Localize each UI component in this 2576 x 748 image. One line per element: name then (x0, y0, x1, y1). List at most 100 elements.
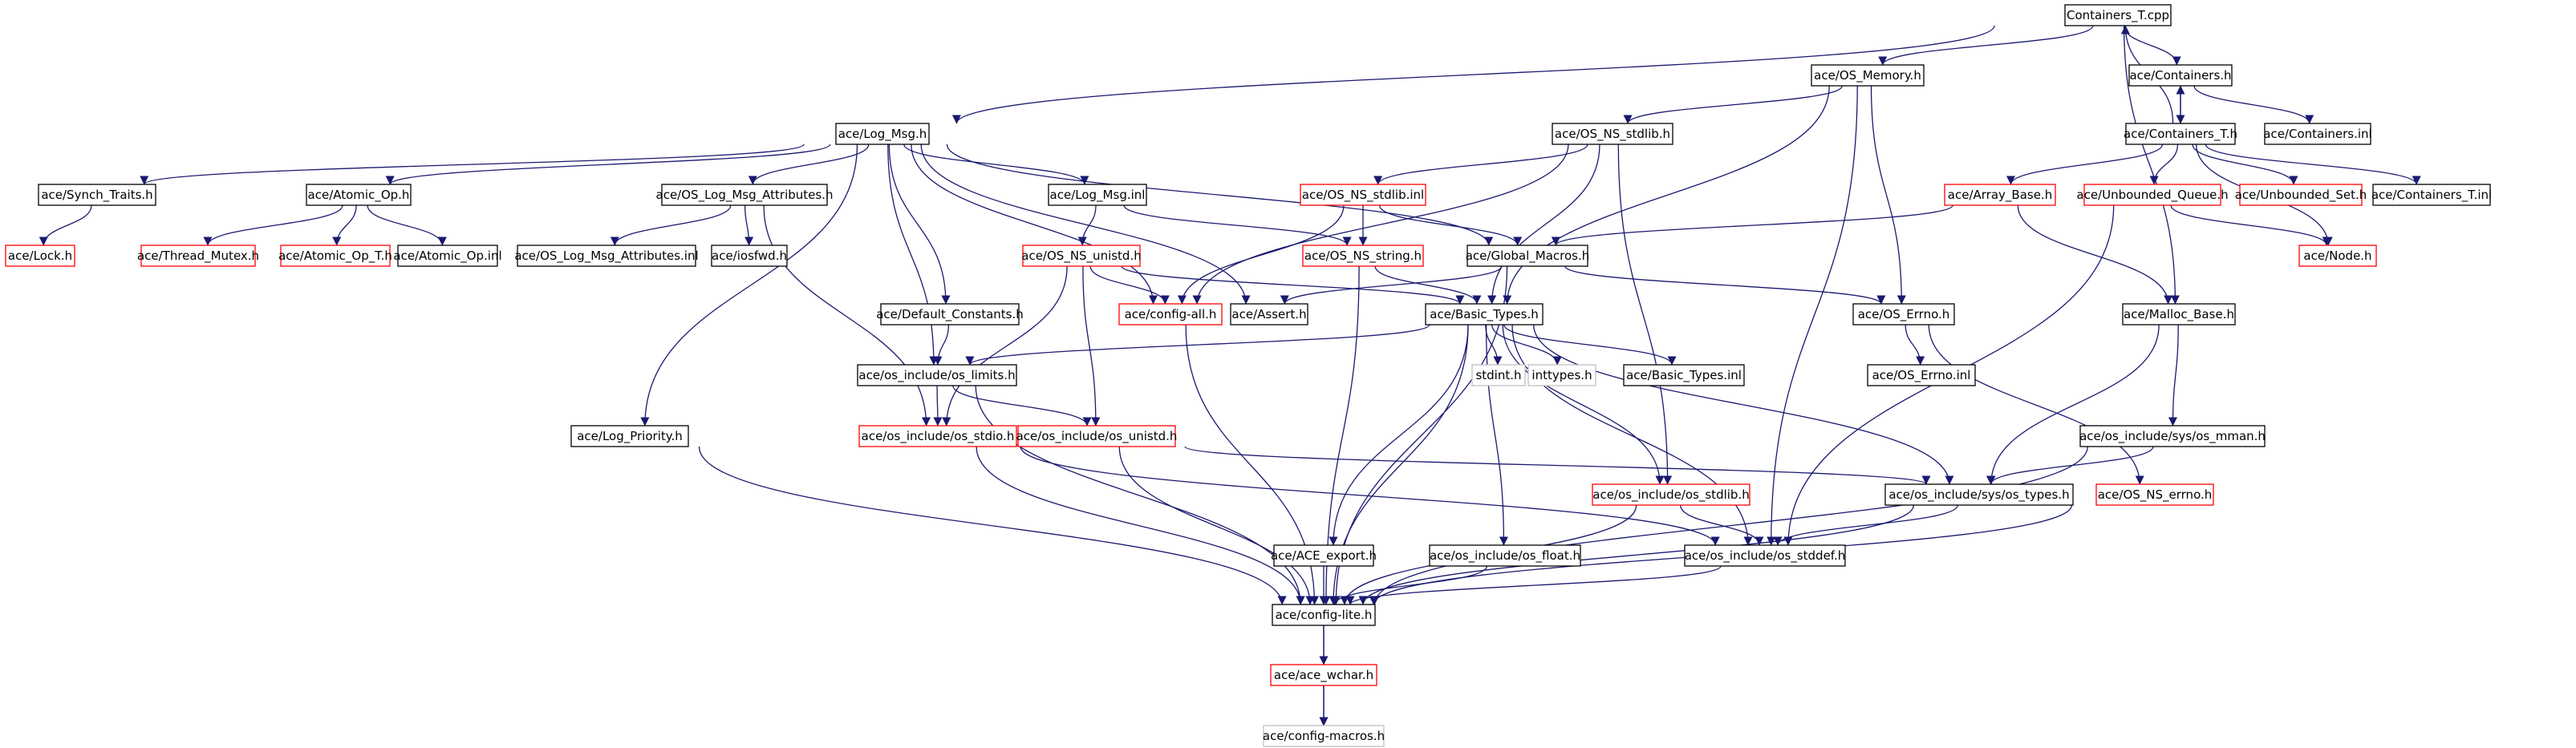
node-sys-os-types-h[interactable]: ace/os_include/sys/os_types.h (1884, 483, 2074, 506)
node-box (517, 245, 696, 267)
node-node-h[interactable]: ace/Node.h (2298, 245, 2377, 267)
node-config-macros-h[interactable]: ace/config-macros.h (1263, 725, 1385, 747)
node-os-stdio-h[interactable]: ace/os_include/os_stdio.h (858, 425, 1017, 447)
node-layer: Containers_T.cpp ace/Containers.h ace/Cont… (5, 4, 2492, 747)
node-box (38, 184, 156, 206)
node-os-limits-h[interactable]: ace/os_include/os_limits.h (857, 364, 1017, 386)
node-box (2239, 184, 2363, 206)
node-label: ace/os_include/os_limits.h (858, 368, 1015, 383)
edge-synch_traits_h-to-lock_h (39, 204, 92, 246)
node-containers-t-inl[interactable]: ace/Containers_T.inl (2371, 184, 2492, 206)
node-label: ace/OS_NS_unistd.h (1021, 249, 1141, 264)
edge-os_ns_unistd_h-to-os_stdio_h (942, 265, 1068, 427)
node-label: ace/Basic_Types.h (1430, 307, 1538, 322)
node-ace-export-h[interactable]: ace/ACE_export.h (1271, 544, 1377, 567)
node-default-constants-h[interactable]: ace/Default_Constants.h (876, 303, 1024, 325)
node-label: ace/config-all.h (1125, 307, 1217, 321)
node-thread-mutex-h[interactable]: ace/Thread_Mutex.h (137, 245, 259, 267)
node-label: ace/Thread_Mutex.h (137, 249, 259, 264)
node-label: ace/ace_wchar.h (1274, 668, 1373, 683)
node-label: ace/OS_NS_stdlib.inl (1302, 188, 1424, 203)
edge-containers_t_cpp-to-log_msg_h (952, 25, 1995, 124)
node-box (2298, 245, 2377, 267)
node-os-errno-h[interactable]: ace/OS_Errno.h (1852, 303, 1955, 325)
node-os-memory-h[interactable]: ace/OS_Memory.h (1811, 64, 1925, 87)
node-synch-traits-h[interactable]: ace/Synch_Traits.h (38, 184, 156, 206)
node-os-ns-stdlib-h[interactable]: ace/OS_NS_stdlib.h (1552, 123, 1673, 145)
node-os-float-h[interactable]: ace/os_include/os_float.h (1429, 544, 1581, 567)
node-ace-wchar-h[interactable]: ace/ace_wchar.h (1270, 664, 1377, 686)
edge-os_stdio_h-to-config_lite_h (976, 446, 1305, 605)
node-label: ace/iosfwd.h (712, 249, 787, 263)
node-os-stdlib-h[interactable]: ace/os_include/os_stdlib.h (1592, 483, 1750, 506)
node-os-ns-string-h[interactable]: ace/OS_NS_string.h (1302, 245, 1424, 267)
node-config-lite-h[interactable]: ace/config-lite.h (1272, 604, 1376, 626)
node-containers-t-h[interactable]: ace/Containers_T.h (2124, 123, 2237, 145)
node-os-stddef-h[interactable]: ace/os_include/os_stddef.h (1684, 544, 1846, 567)
node-basic-types-h[interactable]: ace/Basic_Types.h (1425, 303, 1544, 325)
edge-os_log_msg_attributes_h-to-iosfwd_h (744, 204, 754, 246)
node-label: ace/Unbounded_Queue.h (2076, 188, 2228, 203)
node-global-macros-h[interactable]: ace/Global_Macros.h (1466, 245, 1590, 267)
node-box (1471, 364, 1526, 386)
node-os-log-msg-attributes-inl[interactable]: ace/OS_Log_Msg_Attributes.inl (514, 245, 699, 267)
node-atomic-op-h[interactable]: ace/Atomic_Op.h (306, 184, 412, 206)
edge-log_msg_inl-to-os_ns_string_h (1123, 204, 1352, 246)
node-label: ace/os_include/sys/os_types.h (1888, 487, 2069, 503)
edge-os_errno_h-to-os_ns_errno_h (1928, 324, 2144, 485)
node-label: ace/Global_Macros.h (1466, 249, 1590, 264)
node-unbounded-set-h[interactable]: ace/Unbounded_Set.h (2235, 184, 2367, 206)
edge-os_stddef_h-to-config_lite_h (1345, 565, 1722, 605)
edge-log_msg_h-to-config_all_h (911, 144, 1158, 305)
edge-os_ns_unistd_h-to-os_unistd_h (1082, 265, 1101, 427)
edge-os_stdlib_h-to-os_stddef_h (1680, 504, 1764, 546)
node-lock-h[interactable]: ace/Lock.h (5, 245, 75, 267)
node-os-log-msg-attributes-h[interactable]: ace/OS_Log_Msg_Attributes.h (656, 184, 834, 206)
node-box (2064, 4, 2172, 26)
node-os-unistd-h[interactable]: ace/os_include/os_unistd.h (1016, 425, 1178, 447)
node-box (2095, 483, 2214, 506)
edge-sys_os_types_h-to-config_lite_h (1358, 504, 1914, 605)
node-array-base-h[interactable]: ace/Array_Base.h (1944, 184, 2056, 206)
node-config-all-h[interactable]: ace/config-all.h (1118, 303, 1223, 325)
node-box (5, 245, 75, 267)
edge-basic_types_h-to-os_stddef_h (1511, 324, 1753, 546)
edge-os_memory_h-to-basic_types_h (1503, 85, 1830, 305)
edge-containers_t_h-to-containers_t_inl (2205, 144, 2421, 185)
edge-basic_types_h-to-os_stdlib_h (1502, 324, 1665, 485)
node-box (1425, 303, 1544, 325)
node-atomic-op-inl[interactable]: ace/Atomic_Op.inl (393, 245, 502, 267)
edge-os_unistd_h-to-config_lite_h (1118, 446, 1315, 605)
node-os-ns-stdlib-inl[interactable]: ace/OS_NS_stdlib.inl (1300, 184, 1426, 206)
node-log-msg-h[interactable]: ace/Log_Msg.h (835, 123, 930, 145)
node-os-ns-unistd-h[interactable]: ace/OS_NS_unistd.h (1021, 245, 1142, 267)
node-sys-os-mman-h[interactable]: ace/os_include/sys/os_mman.h (2079, 425, 2266, 447)
node-box (1466, 245, 1588, 267)
node-stdint-h[interactable]: stdint.h (1471, 364, 1526, 386)
node-log-msg-inl[interactable]: ace/Log_Msg.inl (1048, 184, 1147, 206)
node-assert-h[interactable]: ace/Assert.h (1230, 303, 1308, 325)
node-basic-types-inl[interactable]: ace/Basic_Types.inl (1623, 364, 1745, 386)
node-unbounded-queue-h[interactable]: ace/Unbounded_Queue.h (2076, 184, 2229, 206)
node-os-errno-inl[interactable]: ace/OS_Errno.inl (1867, 364, 1976, 386)
node-label: stdint.h (1475, 368, 1521, 382)
node-iosfwd-h[interactable]: ace/iosfwd.h (711, 245, 788, 267)
node-label: ace/Default_Constants.h (876, 307, 1024, 322)
edge-array_base_h-to-malloc_base_h (2017, 204, 2173, 305)
node-inttypes-h[interactable]: inttypes.h (1527, 364, 1596, 386)
edge-containers_t_cpp-to-containers_h (2124, 25, 2181, 66)
node-box (880, 303, 1020, 325)
node-containers-inl[interactable]: ace/Containers.inl (2263, 123, 2372, 145)
edge-os_limits_h-to-os_unistd_h (952, 385, 1092, 427)
edge-os_limits_h-to-config_lite_h (975, 385, 1305, 605)
node-containers-h[interactable]: ace/Containers.h (2128, 64, 2233, 87)
node-malloc-base-h[interactable]: ace/Malloc_Base.h (2122, 303, 2236, 325)
edge-atomic_op_h-to-atomic_op_t_h (332, 204, 357, 246)
node-atomic-op-t-h[interactable]: ace/Atomic_Op_T.h (278, 245, 392, 267)
node-log-priority-h[interactable]: ace/Log_Priority.h (570, 425, 689, 447)
edge-os_ns_stdlib_inl-to-global_macros_h (1378, 204, 1523, 246)
node-containers-t-cpp[interactable]: Containers_T.cpp (2064, 4, 2172, 26)
node-box (661, 184, 828, 206)
node-os-ns-errno-h[interactable]: ace/OS_NS_errno.h (2095, 483, 2214, 506)
